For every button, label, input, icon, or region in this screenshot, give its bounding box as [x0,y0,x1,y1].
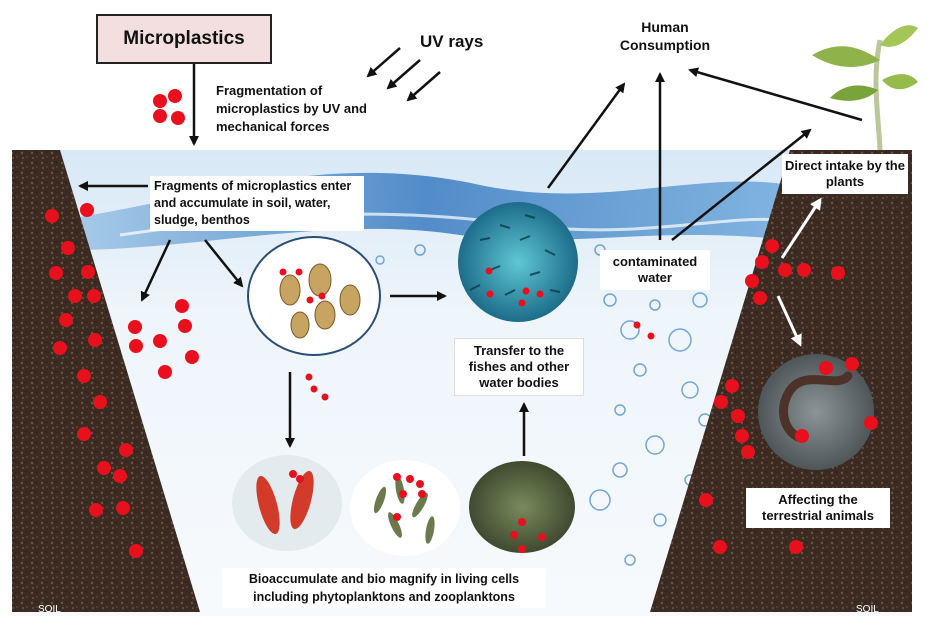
fish-school-icon [458,202,578,322]
arrow-soil-to-worm [776,295,802,347]
affecting-animals-label: Affecting the terrestrial animals [746,488,890,528]
bioaccumulate-label: Bioaccumulate and bio magnify in living … [222,568,546,608]
microplastic-particles-left-soil [45,203,143,558]
uv-ray-arrows [366,47,441,102]
fragments-accumulate-label: Fragments of microplastics enter and acc… [150,176,364,231]
soil-label-right: SOIL [856,604,879,615]
microplastic-particles-water [128,299,655,401]
soil-label-left: SOIL [38,604,61,615]
white-arrows [776,197,822,347]
arrow-fish-to-consumption [546,82,626,189]
arrow-soil-to-plant [780,197,822,259]
microplastic-particles-top [153,89,185,125]
arrow-to-water-particles [140,239,172,302]
plant-icon [812,20,918,151]
arrow-water-to-plant [671,128,812,241]
zooplankton-icon [247,236,381,356]
fragmentation-label: Fragmentation of microplastics by UV and… [216,83,367,134]
arrow-to-zooplankton [204,239,244,288]
microplastics-title: Microplastics [96,14,272,64]
earthworm-icon [758,354,878,470]
human-consumption-label: Human Consumption [619,19,711,53]
phytoplankton-icon-1 [232,455,342,551]
contaminated-water-label: contaminated water [600,250,710,290]
left-soil [12,150,200,612]
arrow-plant-to-consumption [688,67,863,122]
direct-intake-label: Direct intake by the plants [782,154,908,194]
flow-arrows [78,64,863,456]
phytoplankton-icon-2 [350,460,460,556]
microplastic-particles-right-soil [699,239,845,554]
uv-rays-label: UV rays [420,32,484,51]
transfer-fishes-label: Transfer to the fishes and other water b… [454,338,584,396]
phytoplankton-icon-3 [469,461,575,553]
